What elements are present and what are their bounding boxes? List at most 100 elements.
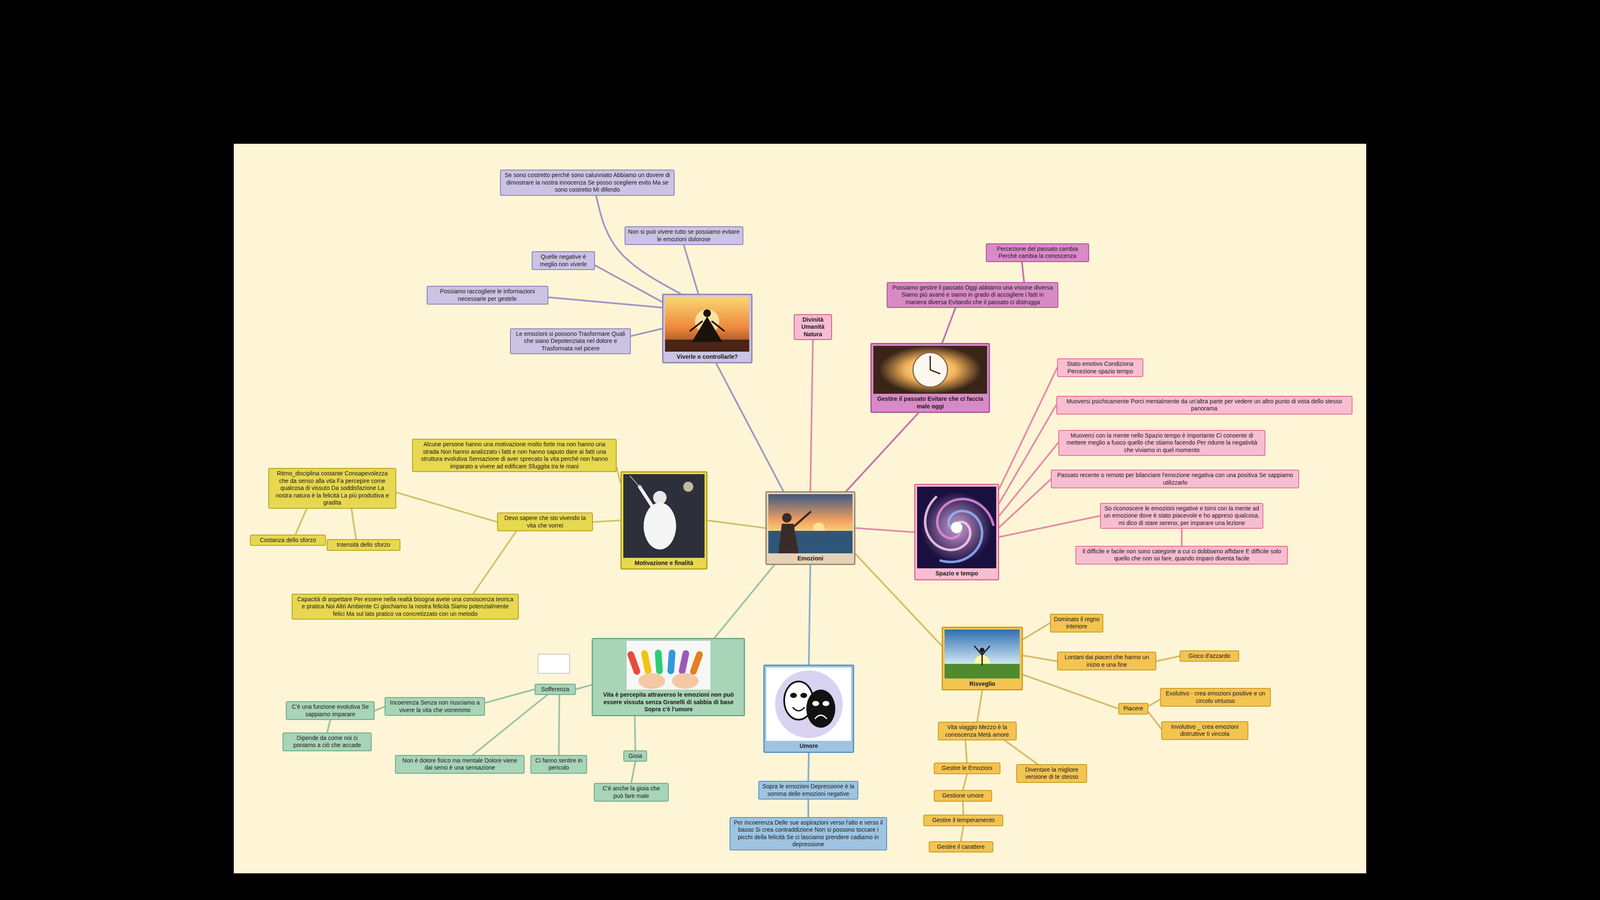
illustration-part xyxy=(879,345,982,394)
node-text: Le emozioni si possono Trasformare Quali… xyxy=(513,330,628,353)
node-text: Risveglio xyxy=(944,678,1020,688)
illustration-part xyxy=(822,700,830,706)
node-text: Involutivo _ crea emozioni distruttive t… xyxy=(1164,723,1245,738)
illustration-part xyxy=(925,496,971,550)
illustration-part xyxy=(812,700,819,706)
illustration xyxy=(873,345,988,394)
illustration-part xyxy=(793,511,810,527)
node-text: Divinità Umanità Natura xyxy=(797,316,829,339)
branch-line xyxy=(810,340,813,491)
node-text: Gestire il passato Evitare che ci faccia… xyxy=(873,393,988,410)
node-text: Quelle negative è meglio non viverle xyxy=(535,253,592,268)
node-text: Spazio e tempo xyxy=(917,568,997,578)
branch-line xyxy=(1148,712,1162,729)
illustration-part xyxy=(930,356,940,374)
topic-box: Muoversi psichicamente Porci mentalmente… xyxy=(1056,395,1353,415)
node-text: Per incoerenza Delle sue aspirazioni ver… xyxy=(732,819,884,849)
branch-line xyxy=(714,565,775,638)
topic-box: Passato recente o remoto per bilanciare … xyxy=(1050,469,1300,489)
branch-line xyxy=(683,245,699,294)
node-text: Sopra le emozioni Depressione è la somma… xyxy=(761,782,856,798)
illustration-part xyxy=(638,672,665,689)
illustration-part xyxy=(671,672,699,689)
illustration-part xyxy=(678,649,690,675)
illustration-part xyxy=(639,486,656,512)
branch-line xyxy=(808,565,811,665)
illustration xyxy=(623,474,705,558)
illustration-part xyxy=(689,650,704,676)
illustration-part xyxy=(912,352,948,388)
illustration xyxy=(768,494,853,554)
illustration-part xyxy=(690,321,725,331)
node-text: Umore xyxy=(766,740,852,750)
illustration-part xyxy=(800,692,808,698)
branch-line xyxy=(977,690,983,722)
branch-line xyxy=(631,761,636,783)
branch-line xyxy=(999,515,1100,538)
illustration-part xyxy=(937,499,994,539)
illustration-part xyxy=(653,490,667,505)
node-text: Percezione del passato cambia Perché cam… xyxy=(989,245,1086,260)
illustration-part xyxy=(683,481,694,492)
branch-line xyxy=(595,265,663,303)
illustration-part xyxy=(921,492,993,564)
branch-line xyxy=(634,716,635,751)
topic-box: Diventare la migliore versione di te ste… xyxy=(1016,764,1088,783)
illustration-part xyxy=(692,316,723,342)
branch-line xyxy=(1022,262,1025,283)
node-text: Gestire le Emozioni xyxy=(937,764,998,773)
illustration-part xyxy=(790,692,797,698)
illustration-part xyxy=(626,640,711,690)
topic-box: Lontani dai piaceri che hanno un inizio … xyxy=(1057,651,1157,671)
image-topic: Umore xyxy=(763,664,855,753)
node-text: Non è dolore fisico ma mentale Dolore vi… xyxy=(398,757,522,772)
node-text: Vita viaggio Mezzo è la conoscenza Metà … xyxy=(941,723,1014,739)
topic-box: Non è dolore fisico ma mentale Dolore vi… xyxy=(395,755,525,774)
branch-line xyxy=(327,720,330,733)
image-topic: Spazio e tempo xyxy=(914,483,1000,580)
branch-line xyxy=(548,297,663,308)
node-text: Il difficile e facile non sono categorie… xyxy=(1078,547,1285,563)
node-text: Possiamo gestire il passato Oggi abbiamo… xyxy=(890,284,1055,307)
image-topic: Vita è percepita attraverso le emozioni … xyxy=(591,637,745,717)
node-text: Dipende da come noi ci poniamo a ciò che… xyxy=(285,734,369,750)
node-text: Emozioni xyxy=(768,553,853,563)
branch-line xyxy=(965,740,968,763)
node-text: Se sono costretto perché sono calunniato… xyxy=(503,171,672,194)
topic-box: Involutivo _ crea emozioni distruttive t… xyxy=(1161,721,1249,740)
node-text: Stato emotivo Condiziona Percezione spaz… xyxy=(1060,360,1140,375)
illustration xyxy=(665,296,750,352)
topic-box: Gestire le Emozioni xyxy=(933,762,1001,775)
branch-line xyxy=(999,367,1058,489)
branch-line xyxy=(374,706,385,711)
branch-line xyxy=(1022,622,1050,640)
branch-line xyxy=(999,405,1057,503)
branch-line xyxy=(485,689,535,703)
branch-line xyxy=(295,508,307,535)
topic-box: Vita viaggio Mezzo è la conoscenza Metà … xyxy=(937,721,1017,741)
node-text: Motivazione e finalità xyxy=(623,557,705,568)
node-text: Ci fanno sentire in pericolo xyxy=(533,757,584,772)
topic-box: Dominato il regno interiore xyxy=(1050,613,1104,633)
node-text: Sofferenza xyxy=(537,685,573,694)
topic-box: Gestione umore xyxy=(933,790,993,802)
illustration xyxy=(626,640,711,690)
illustration-part xyxy=(782,512,792,523)
illustration-part xyxy=(944,664,1020,679)
node-text: Muoversi psichicamente Porci mentalmente… xyxy=(1059,397,1350,413)
branch-line xyxy=(1022,655,1058,662)
branch-line xyxy=(855,527,915,533)
node-text: Muoverci con la mente nello Spazio tempo… xyxy=(1061,432,1263,455)
topic-box: Sopra le emozioni Depressione è la somma… xyxy=(758,780,859,800)
topic-box: Muoverci con la mente nello Spazio tempo… xyxy=(1058,430,1266,457)
branch-line xyxy=(396,492,498,523)
topic-box: Per incoerenza Delle sue aspirazioni ver… xyxy=(729,817,888,851)
topic-box: So riconoscere le emozioni negative e to… xyxy=(1100,502,1264,530)
illustration-part xyxy=(654,649,663,675)
node-text: Intensità dello sforzo xyxy=(330,541,398,549)
illustration-part xyxy=(626,650,642,676)
branch-line xyxy=(999,442,1058,516)
topic-box: Gestire il carattere xyxy=(928,841,994,853)
topic-box: Capacità di aspettare Per essere nella r… xyxy=(291,593,519,620)
